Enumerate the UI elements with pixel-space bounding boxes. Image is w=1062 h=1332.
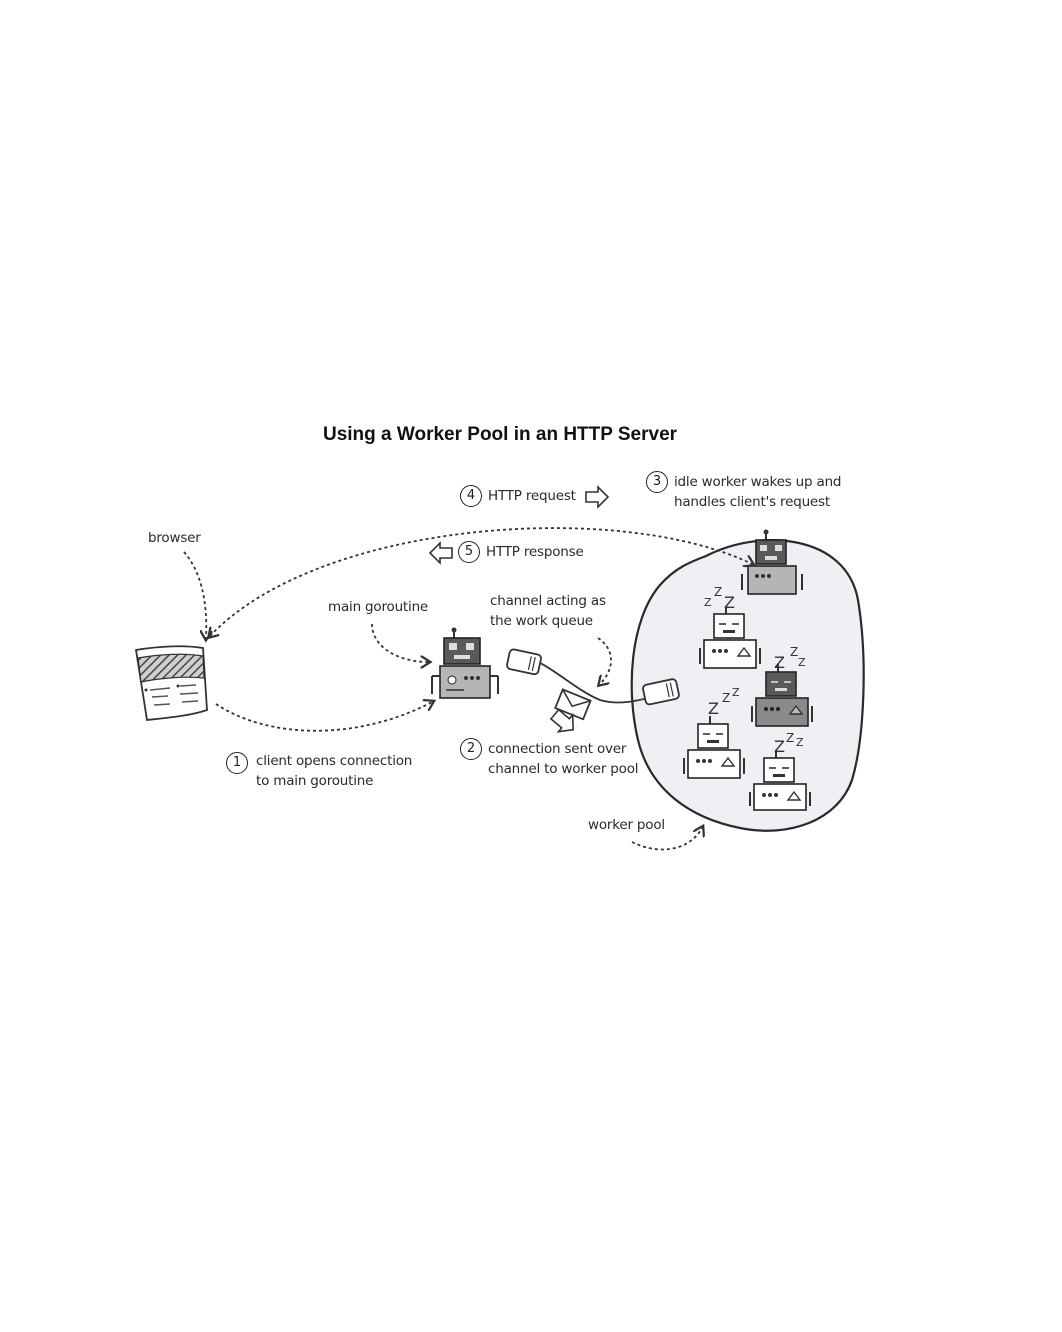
sleep-z: Z <box>714 585 722 599</box>
channel-label-line2: the work queue <box>490 613 593 629</box>
step-3-text-line2: handles client's request <box>674 494 830 510</box>
sleeping-worker-robot <box>751 664 813 727</box>
sleep-z: Z <box>732 686 740 699</box>
sleep-z: Z <box>796 736 804 749</box>
step-3-text-line1: idle worker wakes up and <box>674 474 842 490</box>
arrow-worker-pool-label <box>631 828 702 851</box>
step-5-text: HTTP response <box>486 544 584 560</box>
step-4-text: HTTP request <box>488 488 576 504</box>
arrow-client-to-main <box>215 702 432 732</box>
sleep-z: Z <box>798 656 806 669</box>
envelope-arrow-icon <box>549 708 575 733</box>
step-1-badge: 1 <box>226 752 248 774</box>
step-5-badge: 5 <box>458 541 480 563</box>
envelope-icon <box>554 688 592 721</box>
sleep-z: Z <box>790 645 798 659</box>
arrow-channel-label <box>598 637 612 684</box>
sleeping-worker-robot <box>749 750 811 811</box>
sleep-z: Z <box>722 691 730 705</box>
step-2-text-line2: channel to worker pool <box>488 761 639 777</box>
channel-label-line1: channel acting as <box>490 593 606 609</box>
step-1-text-line1: client opens connection <box>256 753 413 769</box>
sleep-z: Z <box>708 699 719 718</box>
sleep-z: Z <box>704 596 712 609</box>
step-2-text-line1: connection sent over <box>488 741 627 757</box>
sleep-z: Z <box>724 593 735 612</box>
main-goroutine-label: main goroutine <box>328 599 429 615</box>
browser-icon <box>134 645 208 721</box>
main-goroutine-robot <box>431 627 499 699</box>
sleep-z: Z <box>774 737 785 756</box>
sleeping-worker-robot <box>683 716 745 779</box>
channel-work-queue <box>506 648 680 706</box>
arrow-browser-to-icon <box>183 551 206 638</box>
worker-pool-label: worker pool <box>588 817 665 833</box>
step-3-badge: 3 <box>646 471 668 493</box>
arrow-main-goroutine-label <box>371 623 428 662</box>
sleep-z: Z <box>786 731 794 745</box>
response-arrow-icon <box>428 541 453 565</box>
diagram-title: Using a Worker Pool in an HTTP Server <box>322 424 678 445</box>
step-4-badge: 4 <box>460 485 482 507</box>
browser-label: browser <box>148 530 201 546</box>
step-1-text-line2: to main goroutine <box>256 773 374 789</box>
request-arrow-icon <box>585 485 610 509</box>
step-2-badge: 2 <box>460 738 482 760</box>
sleep-z: Z <box>774 653 785 672</box>
